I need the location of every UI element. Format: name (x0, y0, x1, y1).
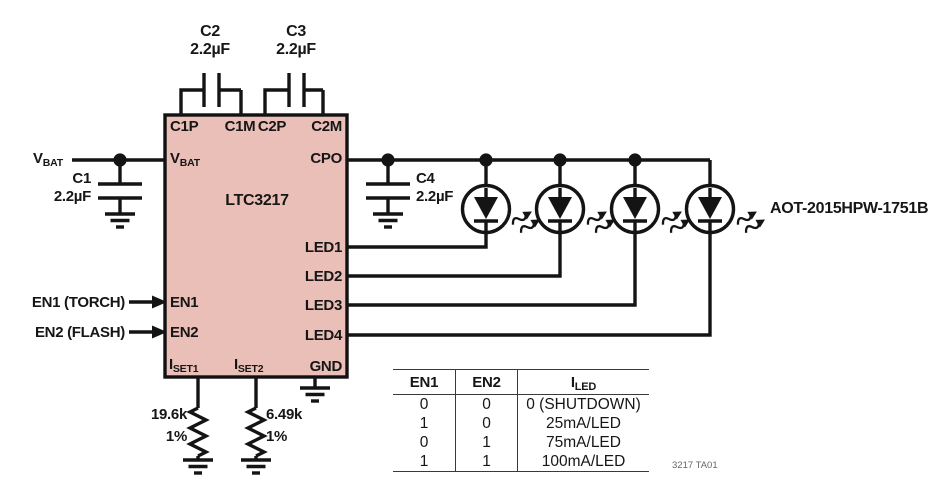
pin-label-cpo: CPO (310, 150, 342, 167)
led2-symbol (347, 160, 586, 278)
pin-label-led4: LED4 (304, 327, 342, 344)
cap-c3-value: 2.2µF (276, 41, 316, 58)
pin-label-gnd: GND (309, 358, 343, 375)
table-cell: 75mA/LED (517, 433, 649, 452)
pin-label-led3: LED3 (304, 297, 342, 314)
led3-symbol (347, 160, 661, 307)
table-cell: 0 (SHUTDOWN) (517, 394, 649, 414)
enable-arrowhead-icon (152, 325, 167, 339)
table-cell: 1 (419, 414, 429, 432)
resistor-iset1-value: 19.6k (150, 406, 187, 423)
pin-label-iset1: ISET1 (169, 356, 199, 375)
table-cell: 1 (393, 452, 456, 472)
en1-input-label: EN1 (TORCH) (31, 294, 125, 311)
cap-c2-name: C2 (200, 23, 220, 40)
truth-table-row: 0 1 75mA/LED (393, 433, 649, 452)
pin-label-vbat: VBAT (170, 150, 200, 169)
resistor-iset1-tolerance: 1% (165, 428, 187, 445)
table-cell: 0 (455, 394, 518, 414)
table-header-iled: ILED (517, 369, 649, 395)
truth-table-header-row: EN1 EN2 ILED (393, 369, 649, 395)
cap-c4-value: 2.2µF (416, 188, 454, 205)
resistor-iset2-symbol (239, 377, 273, 475)
ground-icon (103, 212, 137, 229)
en1-arrow (129, 295, 167, 309)
pin-label-c2m: C2M (311, 118, 342, 135)
table-cell: 0 (455, 414, 518, 433)
cap-c4-name: C4 (416, 170, 435, 187)
ic-part-number: LTC3217 (225, 192, 289, 209)
resistor-iset1-symbol (181, 377, 215, 475)
en2-arrow (129, 325, 167, 339)
cap-c1-name: C1 (72, 170, 91, 187)
ic-body (163, 113, 349, 379)
pin-label-iset2: ISET2 (234, 356, 264, 375)
cap-c3-name: C3 (286, 23, 306, 40)
ground-icon (181, 458, 215, 475)
ground-icon (298, 386, 332, 403)
cpo-rail (347, 153, 710, 167)
pin-label-c1p: C1P (170, 118, 199, 135)
capacitor-c2-symbol (179, 73, 243, 115)
pin-label-en2: EN2 (170, 324, 199, 341)
table-cell: 1 (455, 433, 518, 452)
en2-input-label: EN2 (FLASH) (34, 324, 125, 341)
led4-symbol (347, 160, 736, 337)
table-header-en1: EN1 (393, 369, 456, 395)
capacitor-c1-symbol (98, 160, 142, 229)
resistor-iset2-value: 6.49k (266, 406, 303, 423)
truth-table-row: 0 0 0 (SHUTDOWN) (393, 394, 649, 414)
light-rays-icon (735, 206, 768, 236)
table-cell: 0 (419, 433, 429, 451)
ground-icon (239, 458, 273, 475)
ground-icon (371, 212, 405, 229)
pin-label-led2: LED2 (304, 268, 342, 285)
table-cell: 1 (455, 452, 518, 472)
cap-c1-value: 2.2µF (53, 188, 91, 205)
led-module-label: AOT-2015HPW-1751B (770, 200, 929, 217)
table-cell: 100mA/LED (517, 452, 649, 472)
pin-label-c2p: C2P (257, 118, 287, 135)
truth-table-row: 1 1 100mA/LED (393, 452, 649, 472)
pin-label-en1: EN1 (170, 294, 199, 311)
pin-label-led1: LED1 (304, 239, 342, 256)
table-cell: 25mA/LED (517, 414, 649, 433)
led1-symbol (347, 160, 512, 249)
table-cell: 0 (419, 395, 429, 413)
truth-table: EN1 EN2 ILED 0 0 0 (SHUTDOWN) 1 0 25mA/L… (393, 369, 649, 472)
figure-note: 3217 TA01 (672, 460, 718, 471)
enable-arrowhead-icon (152, 295, 167, 309)
gnd-pin-ground (298, 377, 332, 403)
truth-table-row: 1 0 25mA/LED (393, 414, 649, 433)
pin-label-c1m: C1M (224, 118, 256, 135)
cap-c2-value: 2.2µF (190, 41, 230, 58)
capacitor-c3-symbol (263, 73, 325, 115)
capacitor-c4-symbol (366, 160, 410, 229)
vbat-input-label: VBAT (33, 150, 63, 169)
table-header-en2: EN2 (455, 369, 518, 395)
resistor-iset2-tolerance: 1% (266, 428, 288, 445)
